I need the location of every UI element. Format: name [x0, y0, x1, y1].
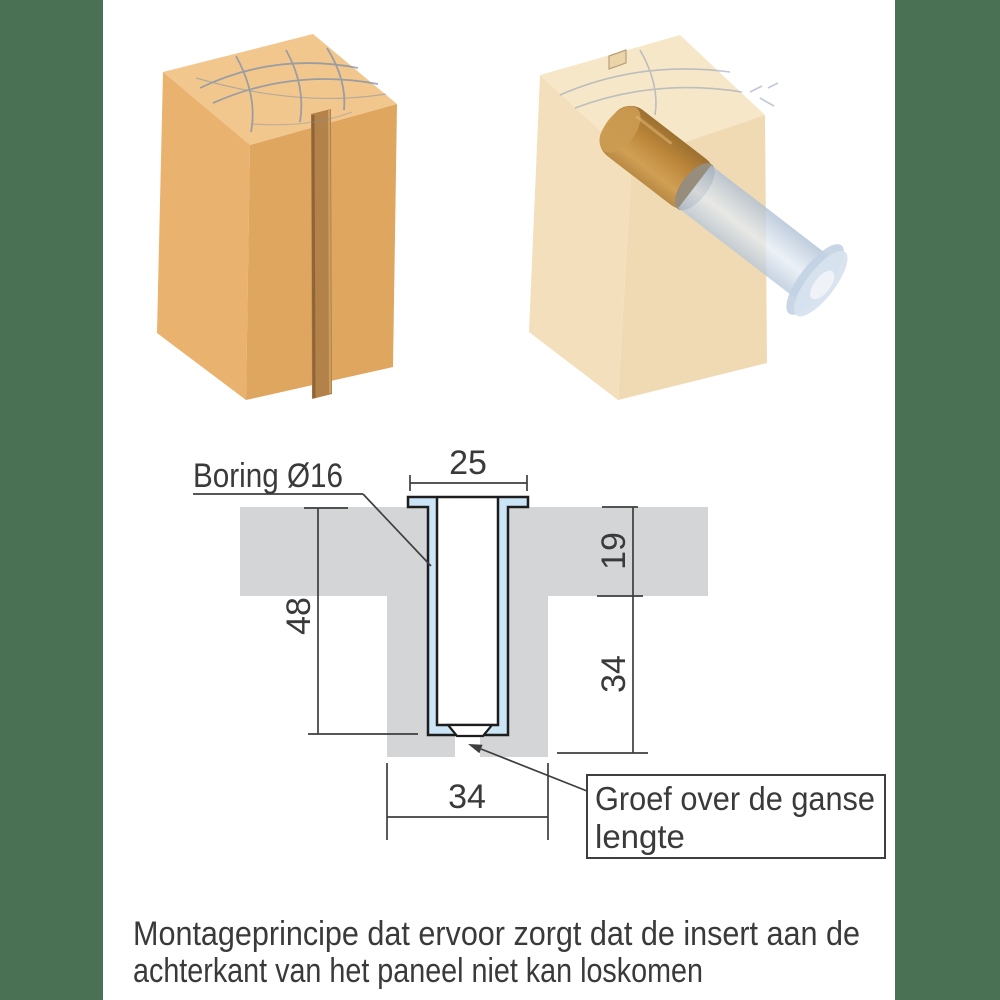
left-block-front-face — [157, 72, 250, 400]
dimension-lines — [193, 475, 648, 840]
pencil-mark — [195, 77, 387, 100]
dowel-highlight — [635, 115, 672, 145]
groove-light-edge — [328, 109, 331, 394]
right-block-front-face — [529, 75, 632, 400]
pencil-mark — [285, 49, 303, 123]
right-green-border-bar — [895, 0, 1000, 1000]
groove-shadow-edge — [311, 114, 316, 399]
tool-flange-hole — [810, 270, 835, 300]
groove-note-line1: Groef over de ganse — [595, 780, 875, 817]
bore-interior — [437, 497, 498, 725]
dim-25-label: 25 — [449, 444, 487, 482]
bore-leader-diagonal — [362, 493, 432, 567]
pencil-mark — [326, 47, 346, 111]
dim-34-right-label: 34 — [595, 655, 633, 693]
pencil-mark — [199, 62, 359, 89]
pencil-mark — [749, 82, 779, 107]
groove-note-line2: lengte — [595, 818, 685, 855]
block-with-insert-tool — [529, 35, 848, 400]
pencil-marks-left-block — [195, 47, 387, 133]
pencil-mark — [559, 68, 731, 96]
caption-line2: achterkant van het paneel niet kan losko… — [133, 952, 703, 990]
dim-48-label: 48 — [280, 597, 318, 635]
bore-diameter-label: Boring Ø16 — [193, 457, 343, 495]
pencil-mark — [574, 86, 743, 109]
left-block-groove — [311, 109, 332, 399]
note-arrow-line — [480, 748, 588, 792]
insert-bottom-nub — [445, 723, 495, 738]
right-block-groove-notch — [608, 49, 627, 70]
dim-19-label: 19 — [595, 532, 633, 570]
tool-cylinder — [678, 165, 828, 298]
pencil-mark — [251, 111, 353, 126]
insert-sleeve — [406, 495, 530, 737]
caption-line1: Montageprincipe dat ervoor zorgt dat de … — [133, 915, 860, 953]
left-block-top-face — [163, 34, 397, 145]
left-green-border-bar — [0, 0, 103, 1000]
caption: Montageprincipe dat ervoor zorgt dat de … — [133, 915, 860, 990]
groove-gap — [455, 735, 480, 757]
grooved-wood-block — [157, 34, 397, 400]
groove-note-box — [586, 774, 886, 859]
dowel-end-cap — [599, 106, 641, 153]
cross-section-drawing: 25 Boring Ø16 48 19 34 34 Groef over de … — [193, 444, 886, 859]
dim-34-bottom-label: 34 — [448, 778, 486, 816]
pencil-marks-right-block — [559, 49, 779, 116]
dowel-and-tool — [599, 105, 848, 317]
pencil-mark — [235, 55, 254, 133]
pencil-mark — [639, 49, 657, 116]
note-arrowhead — [468, 744, 483, 754]
pencil-mark — [212, 78, 379, 104]
right-block-top-face — [540, 35, 765, 160]
